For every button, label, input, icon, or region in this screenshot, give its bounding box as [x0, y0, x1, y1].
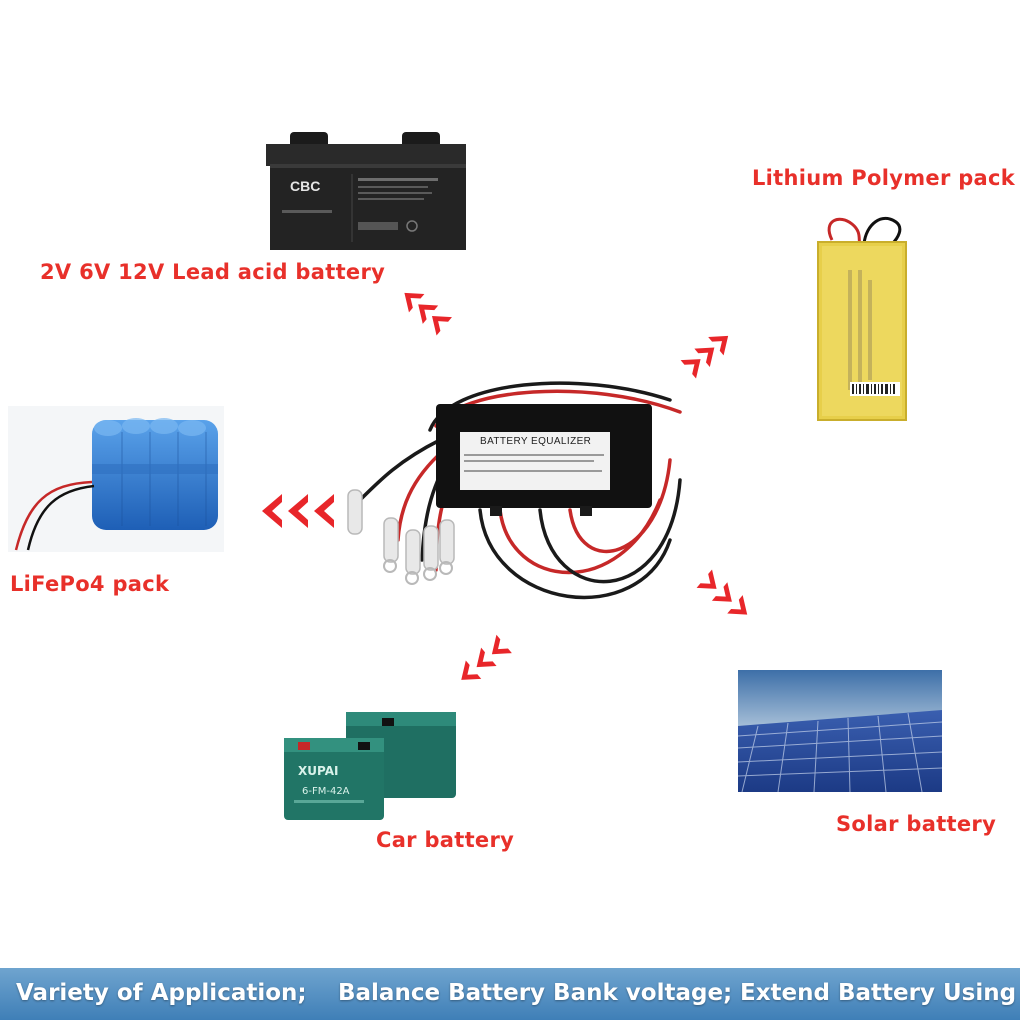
car-battery-image: XUPAI 6-FM-42A [284, 704, 464, 824]
lead-acid-battery-image: CBC [262, 130, 472, 252]
arrow-to-lead-acid [392, 280, 472, 352]
arrow-to-lithium-polymer [664, 312, 754, 392]
solar-panel-image [738, 670, 942, 792]
banner-item-extend: Extend Battery Using [740, 980, 1017, 1006]
equalizer-title: BATTERY EQUALIZER [480, 436, 592, 447]
lifepo4-pack-image [8, 406, 224, 552]
banner-item-variety: Variety of Application; [16, 980, 307, 1006]
car-battery-label: Car battery [376, 828, 515, 852]
car-battery-model: 6-FM-42A [302, 786, 350, 797]
banner-item-balance: Balance Battery Bank voltage; [338, 980, 733, 1006]
solar-battery-label: Solar battery [836, 812, 997, 836]
lifepo4-label: LiFePo4 pack [10, 572, 170, 596]
lithium-polymer-image [812, 210, 912, 422]
arrow-to-solar [680, 556, 770, 636]
arrow-to-car-battery [440, 620, 530, 700]
lithium-polymer-label: Lithium Polymer pack [752, 166, 1016, 190]
arrow-to-lifepo4 [258, 486, 348, 536]
lead-acid-label: 2V 6V 12V Lead acid battery [40, 260, 386, 284]
car-battery-brand: XUPAI [298, 764, 339, 778]
feature-banner: Variety of Application; Balance Battery … [0, 968, 1020, 1020]
battery-equalizer-image: BATTERY EQUALIZER [340, 360, 700, 640]
lead-acid-brand: CBC [290, 178, 321, 194]
